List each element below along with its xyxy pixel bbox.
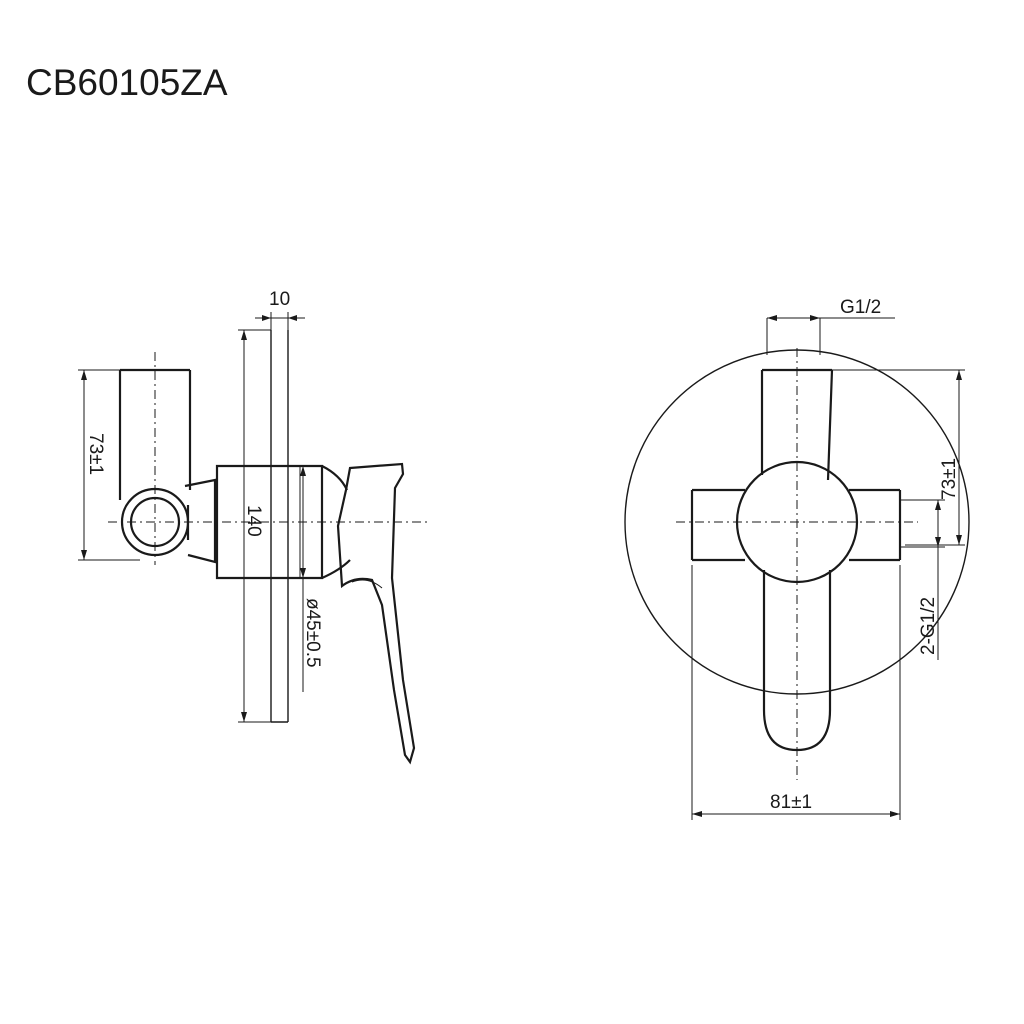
side-view: 10 140 73±1 ø45±0.5 [78,289,430,765]
dim-81-lines [691,565,901,820]
model-title: CB60105ZA [26,62,228,103]
dim-front-73-lines [832,369,965,546]
front-view: G1/2 73±1 2-G1/2 81±1 [624,297,970,820]
dim-140-lines [238,329,271,723]
dim-10-lines [255,312,305,330]
dim-diameter-label: ø45±0.5 [302,598,323,668]
dim-g12-top-lines [766,317,895,355]
dim-front-73-label: 73±1 [939,458,960,500]
dim-side-73-label: 73±1 [85,433,106,475]
side-neck [184,478,217,564]
dim-2g12-lines [900,499,945,660]
front-cross-pipe [690,488,902,562]
side-wall-plate [270,330,289,723]
side-lever-detail [351,579,383,589]
dim-2g12-label: 2-G1/2 [918,597,939,655]
side-lever-handle [336,462,416,765]
side-upper-pipe [118,368,192,500]
dim-81-label: 81±1 [770,792,812,813]
dim-g12-top-label: G1/2 [840,297,881,318]
dim-side-73-lines [78,369,140,561]
dim-140-label: 140 [243,505,264,537]
dim-10-label: 10 [269,289,290,310]
